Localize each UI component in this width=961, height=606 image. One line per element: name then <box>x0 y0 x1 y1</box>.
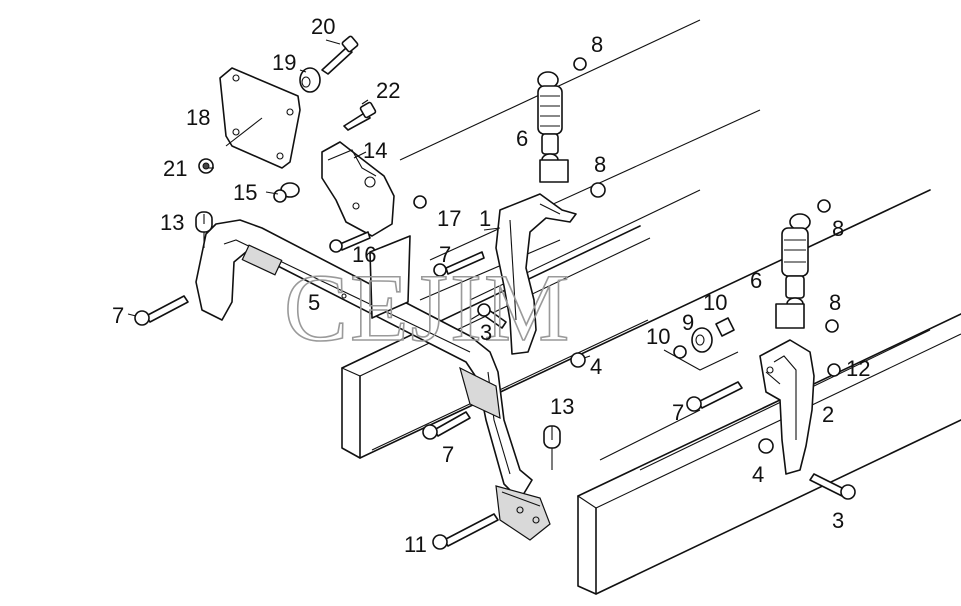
callout-12: 12 <box>846 356 870 381</box>
callout-3-a: 3 <box>480 320 492 345</box>
nut-small <box>413 195 427 209</box>
callout-8-d: 8 <box>829 290 841 315</box>
nut-4-right <box>758 438 774 454</box>
nut-15 <box>273 182 300 203</box>
bolt-7-lower <box>422 411 471 440</box>
shock-absorber-right <box>775 213 811 329</box>
bracket-plate <box>219 67 301 169</box>
shock-absorber-upper <box>537 71 569 183</box>
latch-bracket <box>321 141 395 237</box>
frame-rail-right <box>577 313 961 595</box>
callout-18: 18 <box>186 105 210 130</box>
callout-8-a: 8 <box>591 32 603 57</box>
bolt-7-right <box>686 381 743 412</box>
callout-8-b: 8 <box>594 152 606 177</box>
bolt-7-upper <box>433 251 485 277</box>
callout-17: 17 <box>437 206 461 231</box>
callout-5: 5 <box>308 290 320 315</box>
callout-14: 14 <box>363 138 387 163</box>
callout-6-a: 6 <box>516 126 528 151</box>
callouts: 20 19 22 18 21 14 15 8 6 8 17 1 13 16 7 … <box>112 14 870 557</box>
callout-6-b: 6 <box>750 268 762 293</box>
callout-11: 11 <box>404 532 427 557</box>
leader-lines <box>127 39 591 440</box>
mount-plate-5 <box>369 235 411 319</box>
callout-7-b: 7 <box>112 303 124 328</box>
callout-4-b: 4 <box>752 462 764 487</box>
bracket-1 <box>495 193 577 355</box>
watermark-logo: CEJIM <box>284 254 571 361</box>
nut-8-top <box>573 57 587 71</box>
cab-support-bar <box>195 219 551 541</box>
frame-rail-left <box>341 189 931 459</box>
bolt-16 <box>329 231 371 253</box>
bolt-3-right <box>809 473 856 500</box>
callout-7-a: 7 <box>439 242 451 267</box>
nut-8-right-mid <box>825 319 839 333</box>
callout-10-b: 10 <box>646 324 670 349</box>
callout-15: 15 <box>233 180 257 205</box>
bolt-22 <box>343 101 377 131</box>
callout-21: 21 <box>163 156 187 181</box>
nut-12 <box>827 363 841 377</box>
callout-19: 19 <box>272 50 296 75</box>
callout-7-c: 7 <box>672 400 684 425</box>
callout-4-a: 4 <box>590 354 602 379</box>
bolt-7-left <box>134 295 189 326</box>
bolt-11 <box>432 513 499 550</box>
callout-20: 20 <box>311 14 335 39</box>
nut-8-mid <box>590 182 606 198</box>
bushing <box>299 67 321 93</box>
callout-16: 16 <box>352 242 376 267</box>
bolt-3-left <box>477 303 507 329</box>
callout-10-a: 10 <box>703 290 727 315</box>
callout-7-d: 7 <box>442 442 454 467</box>
callout-13-b: 13 <box>550 394 574 419</box>
callout-8-c: 8 <box>832 216 844 241</box>
callout-3-b: 3 <box>832 508 844 533</box>
bracket-2 <box>759 339 815 475</box>
nut-8-right-top <box>817 199 831 213</box>
nut-4-left <box>570 352 586 368</box>
callout-13-a: 13 <box>160 210 184 235</box>
bolt-20 <box>321 35 359 75</box>
callout-2: 2 <box>822 402 834 427</box>
callout-1: 1 <box>479 206 491 231</box>
callout-9: 9 <box>682 310 694 335</box>
bushing-set <box>663 317 739 371</box>
callout-22: 22 <box>376 78 400 103</box>
nut-21 <box>198 158 214 174</box>
